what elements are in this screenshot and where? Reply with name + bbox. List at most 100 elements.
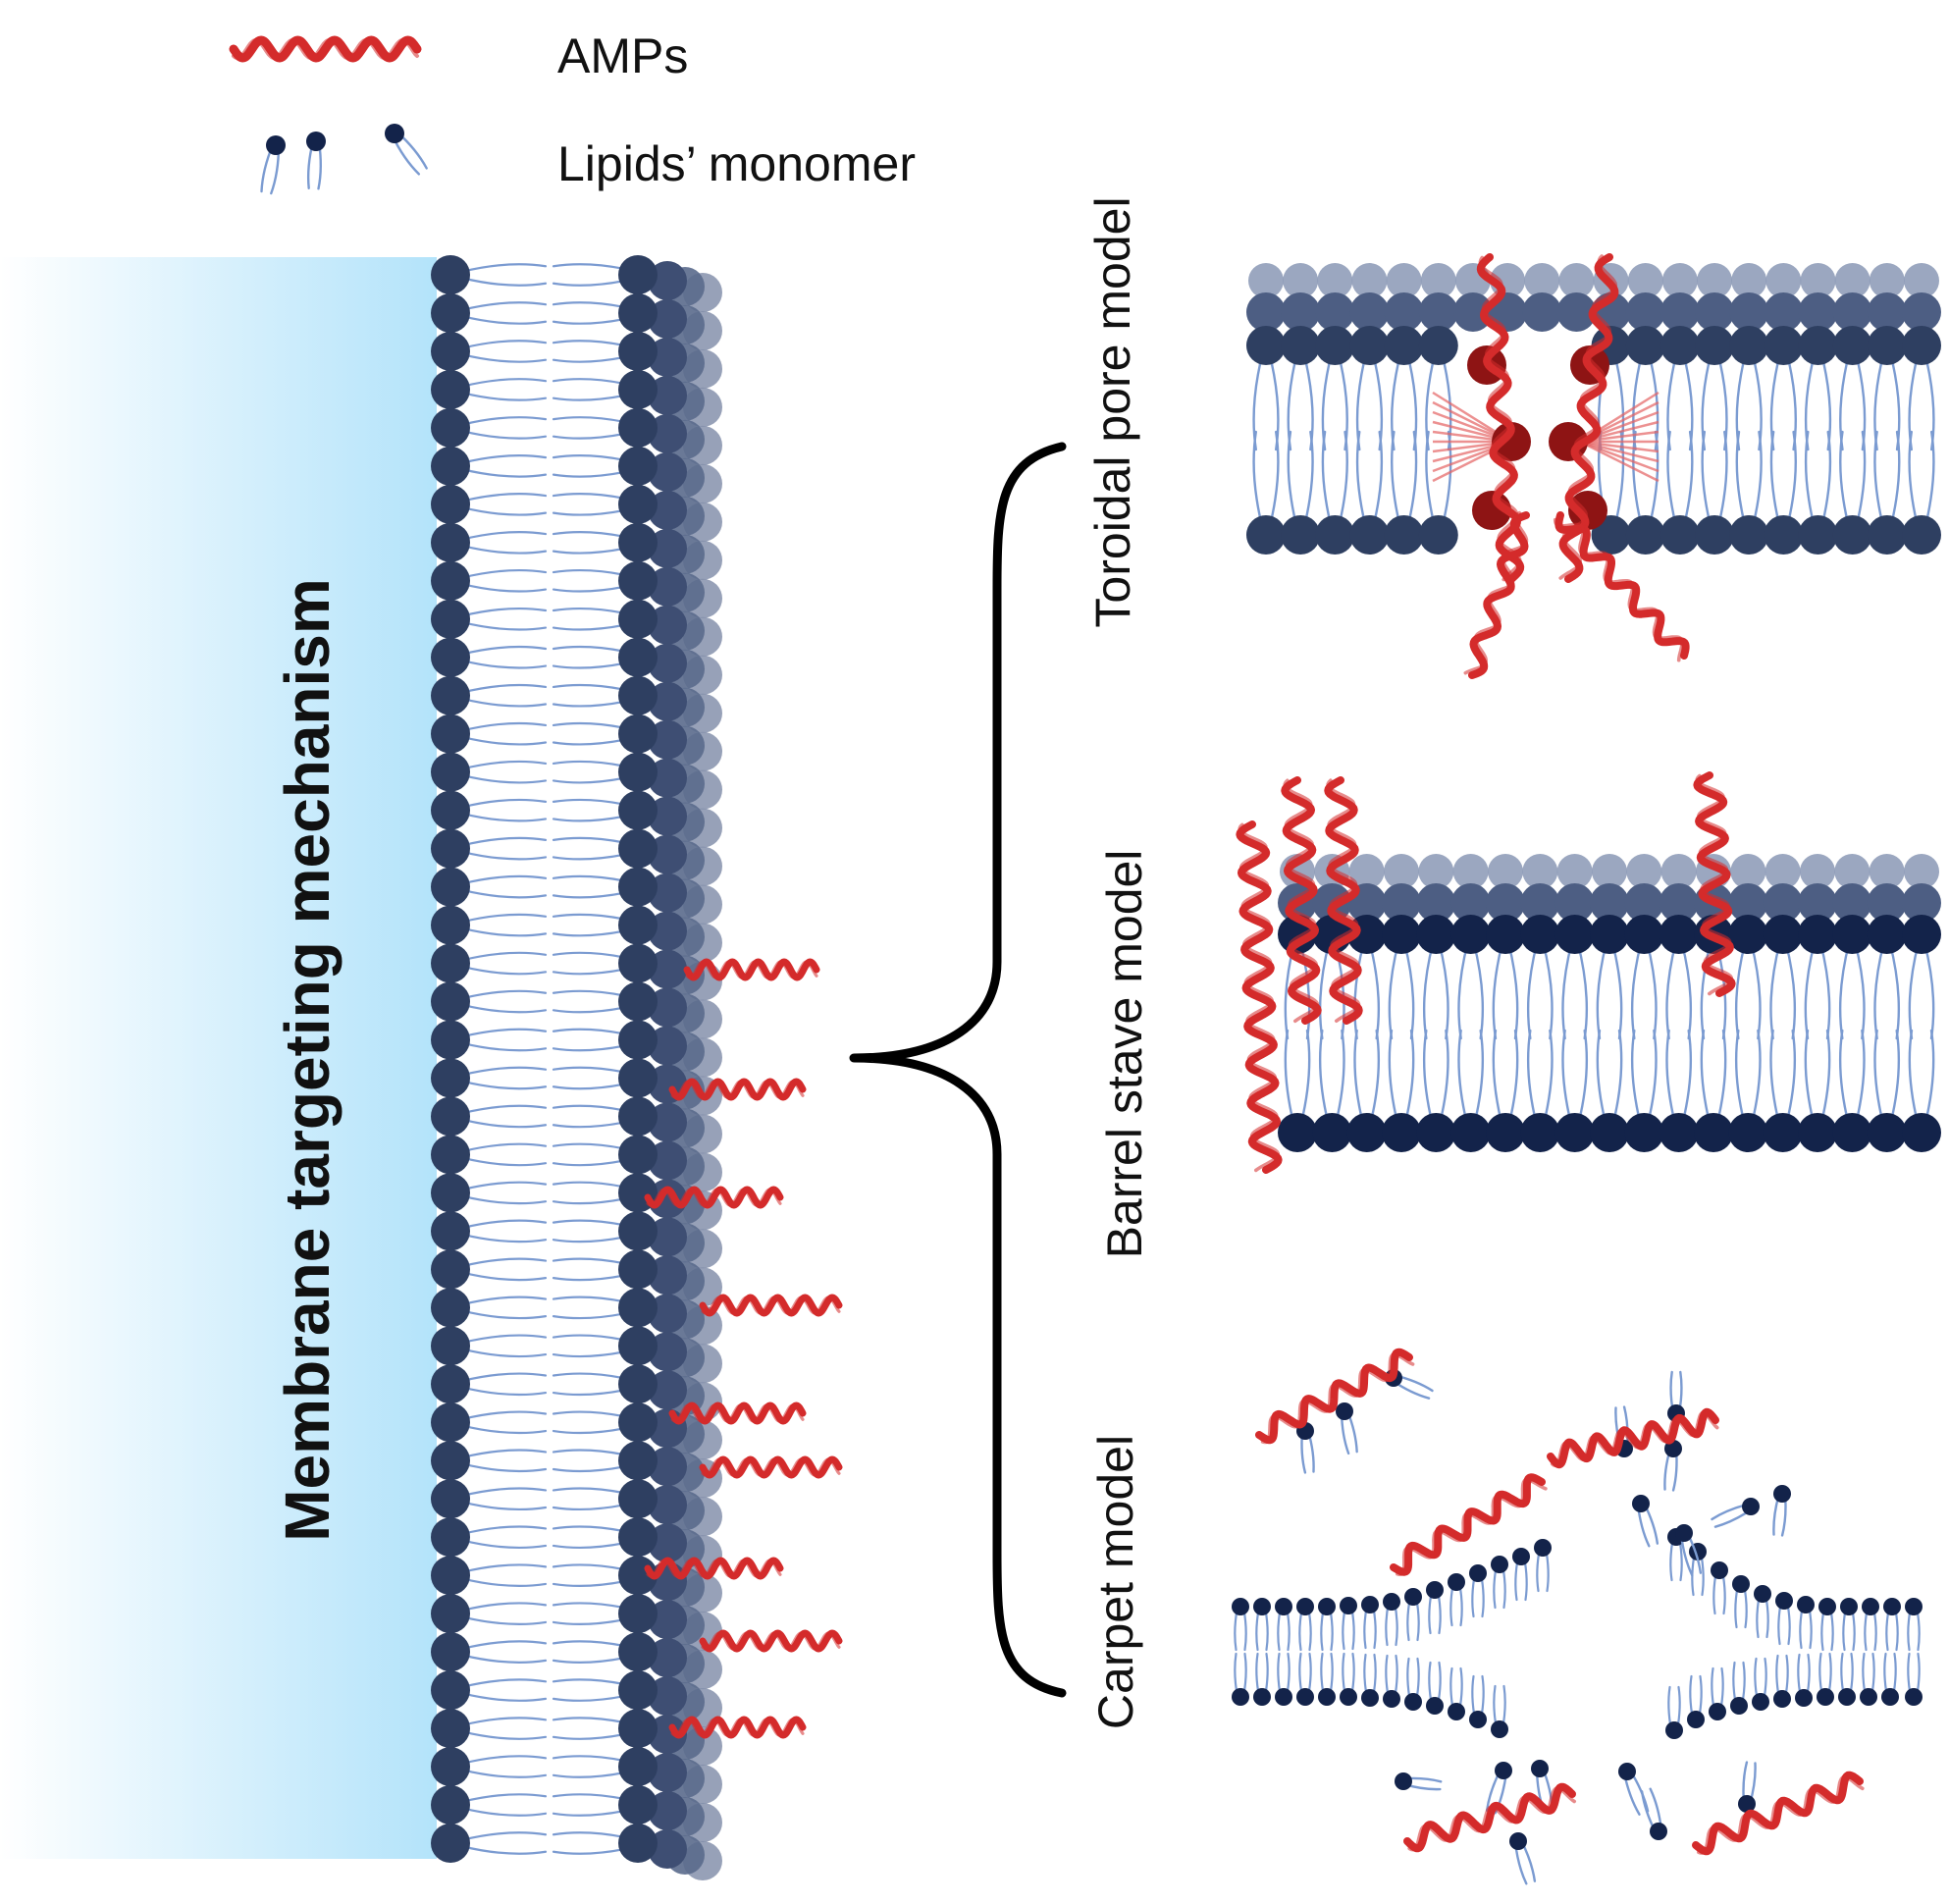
lipid-head bbox=[1512, 1548, 1530, 1565]
lipid-head bbox=[1336, 1402, 1353, 1420]
lipid-head bbox=[431, 1096, 470, 1137]
lipid-head bbox=[648, 719, 687, 760]
lipid-head bbox=[1817, 1688, 1834, 1706]
lipid-head bbox=[648, 681, 687, 721]
lipid-tail-inner bbox=[459, 1296, 548, 1320]
lipid-tail-inner bbox=[459, 493, 548, 516]
lipid-head bbox=[1492, 422, 1531, 461]
lipid-head bbox=[1486, 1113, 1525, 1152]
barrel-lower-tail bbox=[1284, 1029, 1311, 1129]
lipid-head bbox=[1798, 1113, 1837, 1152]
lipid-head bbox=[1520, 1113, 1560, 1152]
lipid-head bbox=[1315, 292, 1355, 332]
lipid-head bbox=[648, 1102, 687, 1142]
lipid-head bbox=[1764, 326, 1804, 365]
lipid-head bbox=[648, 1523, 687, 1563]
lipid-head bbox=[1902, 883, 1941, 923]
lipid-head bbox=[1448, 1703, 1465, 1720]
lipid-head bbox=[1275, 1598, 1292, 1615]
lipid-head bbox=[1624, 915, 1664, 954]
lipid-head bbox=[618, 1594, 658, 1634]
lipid-head bbox=[1902, 515, 1941, 555]
lipid-head bbox=[1361, 1596, 1379, 1613]
lipid-head bbox=[431, 1785, 470, 1825]
barrel-stave-illustration bbox=[1236, 771, 1941, 1174]
lipid-head bbox=[1590, 915, 1629, 954]
barrel-upper-tail bbox=[1492, 940, 1519, 1040]
lipid-tail-inner bbox=[459, 1449, 548, 1473]
lipid-head bbox=[618, 1441, 658, 1481]
lipid-head bbox=[431, 1747, 470, 1787]
lipid-head bbox=[618, 1402, 658, 1443]
lipid-head bbox=[648, 1026, 687, 1066]
barrel-upper-tail bbox=[1422, 940, 1449, 1040]
lipid-head bbox=[1881, 1688, 1899, 1706]
lipid-head bbox=[1738, 1795, 1756, 1813]
lipid-tail-inner bbox=[459, 645, 548, 669]
lipid-head bbox=[1283, 263, 1319, 298]
lipid-head bbox=[431, 943, 470, 983]
lipid-head bbox=[431, 1632, 470, 1672]
lipid-head bbox=[1687, 1711, 1705, 1728]
lipid-tail-inner bbox=[459, 378, 548, 401]
lipid-head bbox=[618, 1709, 658, 1749]
lipid-head bbox=[618, 752, 658, 792]
amp-helix-shade bbox=[701, 1457, 841, 1477]
lipid-head bbox=[648, 261, 687, 300]
lipid-head bbox=[1695, 326, 1735, 365]
barrel-lower-tail bbox=[1873, 1029, 1901, 1129]
lipid-head bbox=[1838, 1688, 1856, 1706]
lipid-head bbox=[1248, 263, 1284, 298]
lipid-head bbox=[1728, 915, 1768, 954]
lipid-head bbox=[1520, 915, 1560, 954]
lipid-head bbox=[618, 1096, 658, 1137]
toroidal-model-label: Toroidal pore model bbox=[1085, 196, 1140, 628]
lipid-head bbox=[1626, 854, 1662, 889]
lipid-head bbox=[431, 1824, 470, 1863]
lipid-tail-inner bbox=[459, 1717, 548, 1740]
lipid-head bbox=[648, 337, 687, 377]
lipid-head bbox=[1867, 883, 1907, 923]
lipid-head bbox=[1491, 1556, 1508, 1573]
lipid-head bbox=[618, 867, 658, 907]
lipid-head bbox=[1281, 515, 1321, 555]
lipid-head bbox=[618, 1326, 658, 1366]
amp-helix-shade bbox=[1478, 255, 1522, 582]
toroidal-pore-illustration bbox=[1246, 253, 1941, 679]
lipid-head bbox=[1659, 883, 1699, 923]
lipid-head bbox=[618, 1364, 658, 1404]
lipid-tail-inner bbox=[459, 301, 548, 325]
lipid-head bbox=[648, 528, 687, 568]
toroidal-upper-tail bbox=[1355, 349, 1384, 451]
lipid-head bbox=[1867, 515, 1907, 555]
toroidal-upper-tail bbox=[1287, 349, 1314, 451]
amp-helix-icon bbox=[1547, 1407, 1719, 1469]
lipid-head bbox=[1730, 854, 1766, 889]
lipid-head bbox=[618, 981, 658, 1022]
toroidal-upper-tail bbox=[1735, 349, 1763, 451]
lipid-head bbox=[1281, 292, 1321, 332]
lipid-head bbox=[1902, 915, 1941, 954]
lipid-head bbox=[1296, 1598, 1314, 1615]
lipid-head bbox=[1902, 1113, 1941, 1152]
lipid-head bbox=[648, 1638, 687, 1678]
lipid-head bbox=[1278, 1113, 1317, 1152]
lipid-head bbox=[431, 1058, 470, 1098]
barrel-upper-tail bbox=[1561, 940, 1589, 1040]
barrel-lower-tail bbox=[1734, 1029, 1762, 1129]
lipid-head bbox=[1624, 883, 1664, 923]
lipid-head bbox=[618, 522, 658, 562]
lipid-head bbox=[1312, 1113, 1352, 1152]
lipid-head bbox=[618, 1670, 658, 1711]
amp-helix-shade bbox=[646, 1188, 782, 1207]
lipid-head bbox=[431, 1441, 470, 1481]
lipid-head bbox=[1729, 515, 1769, 555]
lipid-head bbox=[618, 1824, 658, 1863]
lipid-head bbox=[618, 1632, 658, 1672]
lipid-head bbox=[1867, 326, 1907, 365]
lipid-head bbox=[431, 1670, 470, 1711]
barrel-upper-tail bbox=[1526, 940, 1554, 1040]
lipid-head bbox=[1253, 1598, 1271, 1615]
lipid-head bbox=[648, 1600, 687, 1640]
amp-helix-shade bbox=[1463, 510, 1529, 675]
